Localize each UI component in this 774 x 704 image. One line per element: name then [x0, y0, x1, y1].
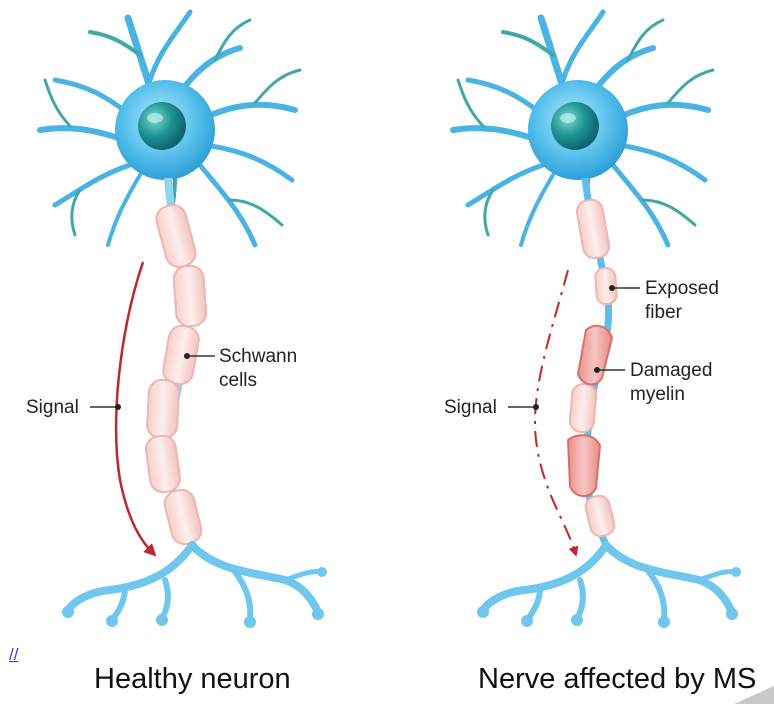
healthy-schwann-cells	[144, 202, 207, 547]
healthy-signal-arrow	[116, 262, 152, 552]
healthy-neuron: Signal Schwann cells Healthy neuron	[26, 12, 327, 695]
exposed-label-line2: fiber	[645, 302, 683, 323]
healthy-signal-label: Signal	[26, 397, 79, 418]
exposed-label-line1: Exposed	[645, 278, 719, 299]
damaged-label-line1: Damaged	[630, 360, 712, 381]
ms-terminal-bulbs	[477, 567, 741, 628]
healthy-caption: Healthy neuron	[94, 663, 291, 695]
ms-signal-broken	[535, 270, 575, 552]
ms-nucleus	[551, 102, 599, 150]
ms-caption: Nerve affected by MS	[478, 663, 756, 695]
ms-axon-terminal	[483, 545, 736, 620]
ms-signal-label: Signal	[444, 397, 497, 418]
schwann-label-line1: Schwann	[219, 346, 297, 367]
healthy-nucleus	[138, 102, 186, 150]
corner-fold-mark	[734, 686, 774, 704]
healthy-axon-terminal	[68, 545, 322, 620]
schwann-label-line2: cells	[219, 370, 257, 391]
damaged-label-line2: myelin	[630, 384, 685, 405]
corner-link[interactable]: //	[9, 645, 18, 665]
healthy-terminal-bulbs	[62, 567, 327, 628]
ms-neuron: Signal Exposed fiber Damaged myelin Nerv…	[444, 12, 756, 695]
